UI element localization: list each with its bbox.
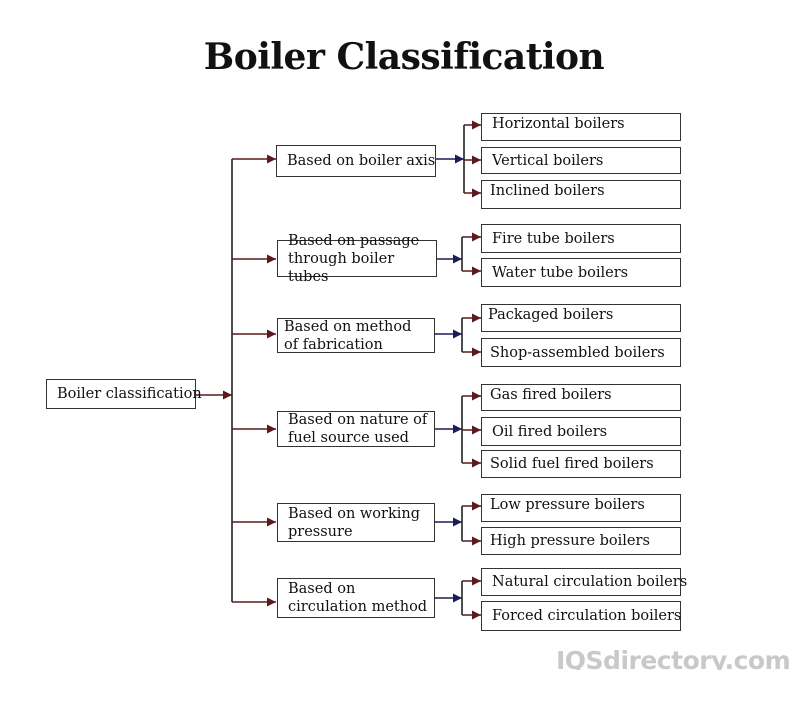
leaf-node-horizontal: Horizontal boilers xyxy=(481,113,681,141)
leaf-label: Oil fired boilers xyxy=(492,423,608,440)
leaf-node-gas-fired: Gas fired boilers xyxy=(481,384,681,411)
watermark-text: IQSdirectory.com xyxy=(556,648,791,670)
leaf-node-shop-assembled: Shop-assembled boilers xyxy=(481,338,681,367)
leaf-node-vertical: Vertical boilers xyxy=(481,147,681,174)
category-label: Based on boiler axis xyxy=(287,153,436,169)
category-label: Based on nature of fuel source used xyxy=(288,412,428,446)
leaf-node-high-pressure: High pressure boilers xyxy=(481,527,681,555)
leaf-label: Vertical boilers xyxy=(492,152,604,169)
category-node-fabrication: Based on method of fabrication xyxy=(277,318,435,353)
leaf-label: Packaged boilers xyxy=(488,307,614,323)
leaf-label: Water tube boilers xyxy=(492,264,629,281)
leaf-label: Fire tube boilers xyxy=(492,230,615,247)
category-label: Based on method of fabrication xyxy=(284,318,412,353)
leaf-label: Low pressure boilers xyxy=(490,497,645,513)
leaf-node-water-tube: Water tube boilers xyxy=(481,258,681,287)
leaf-label: Solid fuel fired boilers xyxy=(490,456,654,472)
leaf-label: Inclined boilers xyxy=(490,183,605,199)
root-node: Boiler classification xyxy=(46,379,202,409)
leaf-label: Gas fired boilers xyxy=(490,387,612,403)
leaf-label: Shop-assembled boilers xyxy=(490,344,665,361)
leaf-node-low-pressure: Low pressure boilers xyxy=(481,494,681,522)
category-label: Based on circulation method xyxy=(288,581,428,615)
leaf-node-natural-circulation: Natural circulation boilers xyxy=(481,568,687,596)
leaf-label: High pressure boilers xyxy=(490,533,650,549)
leaf-label: Horizontal boilers xyxy=(492,116,625,132)
category-label: Based on passage through boiler tubes xyxy=(288,232,420,285)
watermark-logo: IQSdirectory.com xyxy=(556,648,800,670)
diagram-title: Boiler Classification xyxy=(203,36,605,78)
leaf-label: Natural circulation boilers xyxy=(492,574,688,590)
category-node-axis: Based on boiler axis xyxy=(276,145,436,177)
category-node-circulation: Based on circulation method xyxy=(277,578,435,618)
root-node-label: Boiler classification xyxy=(57,386,202,402)
leaf-label: Forced circulation boilers xyxy=(492,608,682,624)
leaf-node-solid-fuel: Solid fuel fired boilers xyxy=(481,450,681,478)
leaf-node-fire-tube: Fire tube boilers xyxy=(481,224,681,253)
leaf-node-oil-fired: Oil fired boilers xyxy=(481,417,681,446)
leaf-node-forced-circulation: Forced circulation boilers xyxy=(481,601,681,631)
leaf-node-inclined: Inclined boilers xyxy=(481,180,681,209)
category-node-fuel: Based on nature of fuel source used xyxy=(277,411,435,447)
category-node-pressure: Based on working pressure xyxy=(277,503,435,542)
category-label: Based on working pressure xyxy=(288,505,421,540)
leaf-node-packaged: Packaged boilers xyxy=(481,304,681,332)
category-node-passage: Based on passage through boiler tubes xyxy=(277,233,437,285)
